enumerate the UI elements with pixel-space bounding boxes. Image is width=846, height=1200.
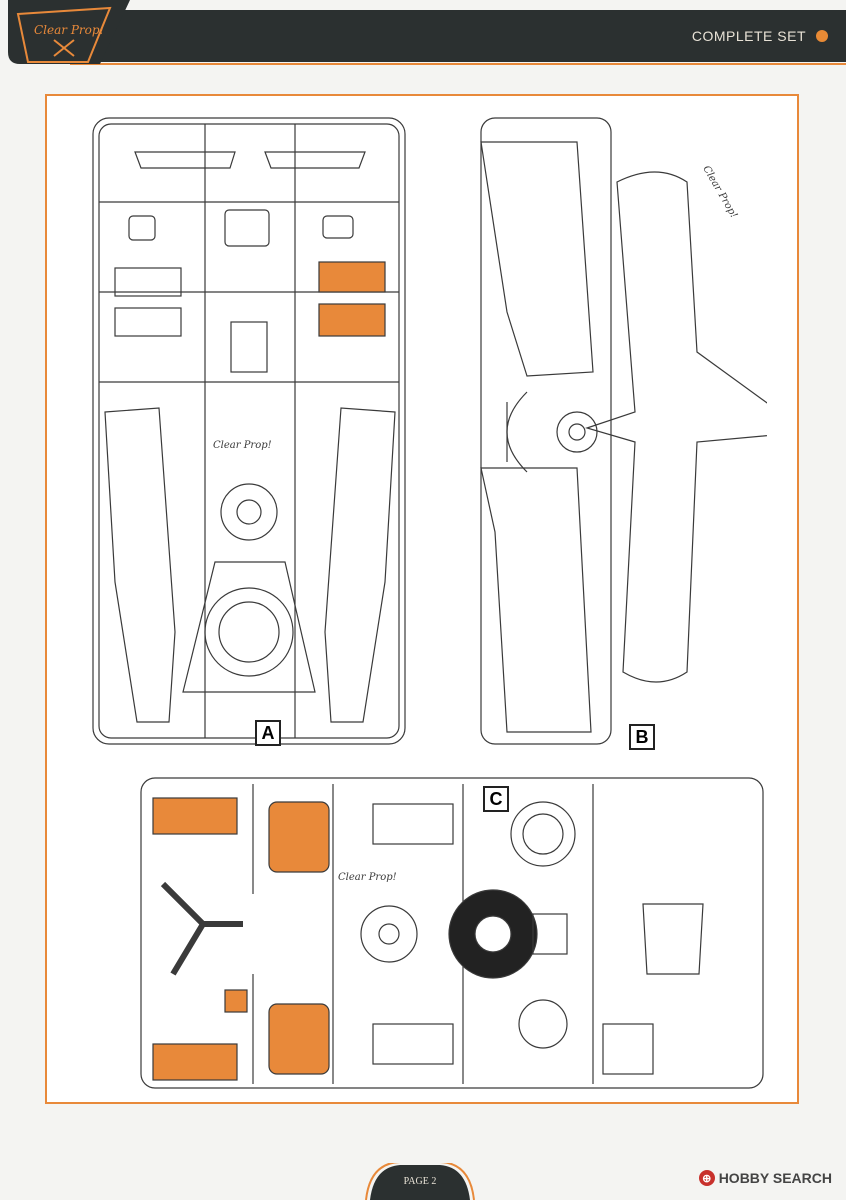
watermark-logo-icon: ⊕: [698, 1170, 715, 1186]
sprue-b-label: B: [629, 724, 655, 750]
header-bar: [0, 0, 846, 70]
footer-tab: [365, 1163, 475, 1200]
sprue-c-drawing: Clear Prop!: [140, 777, 764, 1089]
sprue-b-logo: Clear Prop!: [700, 164, 739, 220]
sprue-b-drawing: Clear Prop!: [480, 117, 767, 745]
sprue-c-label: C: [483, 786, 509, 812]
sprue-c-logo: Clear Prop!: [338, 872, 397, 883]
sprue-a-label: A: [255, 720, 281, 746]
header-dot-icon: [816, 30, 828, 42]
brand-logo: Clear Prop!: [16, 6, 112, 63]
content-frame: Clear Prop! A Clear Prop! B: [45, 94, 799, 1104]
watermark-text: HOBBY SEARCH: [718, 1170, 832, 1186]
page-number: PAGE 2: [403, 1176, 437, 1187]
sprue-a-logo: Clear Prop!: [213, 440, 272, 451]
watermark: ⊕ HOBBY SEARCH: [698, 1170, 832, 1186]
logo-text: Clear Prop!: [34, 23, 105, 37]
sprue-a-drawing: Clear Prop!: [92, 117, 406, 745]
page-title: COMPLETE SET: [691, 28, 806, 44]
